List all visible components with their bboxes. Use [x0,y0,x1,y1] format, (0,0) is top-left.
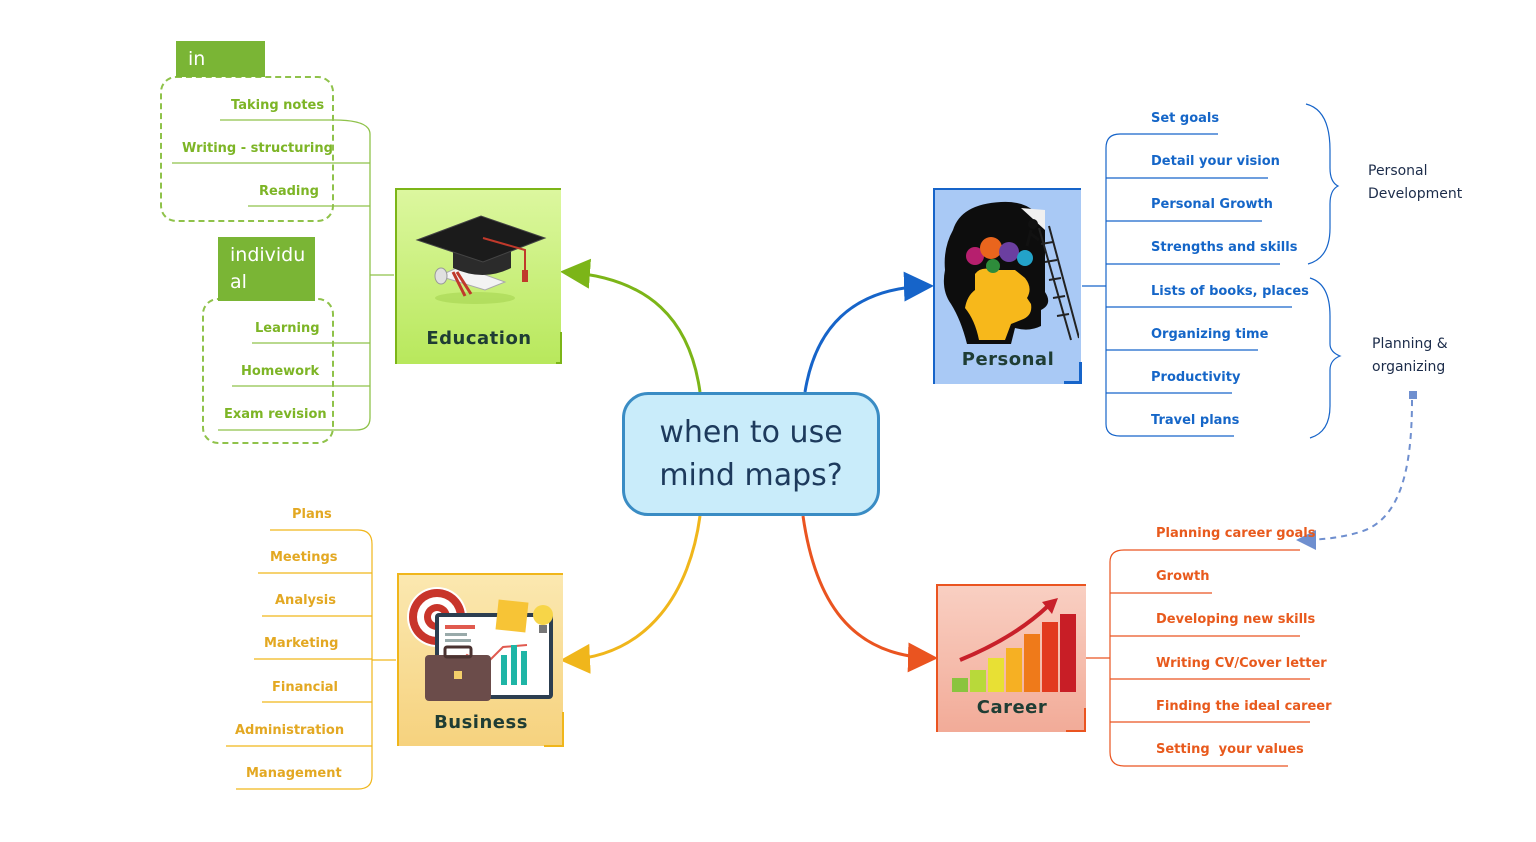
head-gears-icon [943,201,1079,344]
graduation-cap-icon [415,215,547,304]
leaf-marketing[interactable]: Marketing [264,636,339,651]
leaf-developing-new-skills[interactable]: Developing new skills [1156,612,1316,627]
topic-education-label: Education [426,328,532,349]
branch-career [801,515,938,673]
central-topic-line1: when to use [659,414,843,450]
leaf-financial[interactable]: Financial [272,680,339,695]
central-topic-line2: mind maps? [659,458,843,493]
group-label-individual-line1: individu [230,244,306,266]
leaf-meetings[interactable]: Meetings [270,550,338,565]
briefcase-chart-icon [407,587,553,701]
leaf-detail-your-vision[interactable]: Detail your vision [1151,154,1280,169]
leaf-homework[interactable]: Homework [241,364,320,379]
leaf-planning-career-goals[interactable]: Planning career goals [1156,526,1316,541]
branch-personal [803,271,934,393]
group-label-individual[interactable]: individu al [218,237,315,301]
leaf-personal-growth[interactable]: Personal Growth [1151,197,1273,212]
topic-business[interactable]: Business [397,573,563,746]
leaf-administration[interactable]: Administration [235,723,345,738]
summary-planning-organizing[interactable]: Planning & organizing [1372,333,1448,379]
leaf-set-goals[interactable]: Set goals [1151,111,1220,126]
topic-education[interactable]: Education [395,188,561,364]
leaf-travel-plans[interactable]: Travel plans [1151,413,1240,428]
group-in-class [160,76,334,222]
summary-line: organizing [1372,359,1446,376]
leaf-exam-revision[interactable]: Exam revision [224,407,327,422]
leaf-growth[interactable]: Growth [1156,569,1210,584]
topic-personal[interactable]: Personal [933,188,1081,384]
leaf-strengths-and-skills[interactable]: Strengths and skills [1151,240,1298,255]
summary-line: Planning & [1372,336,1448,352]
summary-line: Personal [1368,163,1428,179]
leaf-finding-the-ideal-career[interactable]: Finding the ideal career [1156,699,1332,714]
branch-education [560,258,702,393]
summary-personal-development[interactable]: Personal Development [1368,160,1462,206]
relationship-arrow [1296,399,1413,550]
leaf-learning[interactable]: Learning [255,321,320,336]
branch-business [560,515,702,674]
leaf-writing-structuring[interactable]: Writing - structuring [182,141,333,156]
corner-accent [1066,708,1086,732]
leaf-management[interactable]: Management [246,766,342,781]
growth-bars-icon [952,598,1076,692]
leaf-analysis[interactable]: Analysis [275,593,336,608]
leaf-reading[interactable]: Reading [259,184,319,199]
topic-career-label: Career [976,697,1048,718]
corner-accent [544,712,564,747]
leaf-lists-of-books-places[interactable]: Lists of books, places [1151,284,1309,299]
leaf-setting-your-values[interactable]: Setting your values [1156,742,1304,757]
leaf-writing-cv-cover-letter[interactable]: Writing CV/Cover letter [1156,656,1327,671]
topic-personal-label: Personal [961,349,1055,370]
topic-career[interactable]: Career [936,584,1086,732]
group-label-in-class[interactable]: in class [176,41,265,106]
leaf-organizing-time[interactable]: Organizing time [1151,327,1269,342]
leaf-productivity[interactable]: Productivity [1151,370,1241,385]
leaf-plans[interactable]: Plans [292,507,332,522]
central-topic[interactable]: when to use mind maps? [622,392,880,516]
leaf-taking-notes[interactable]: Taking notes [231,98,325,113]
summary-line: Development [1368,186,1463,203]
group-label-individual-line2: al [230,271,247,293]
corner-accent [1064,362,1082,384]
topic-business-label: Business [434,712,528,733]
corner-accent [556,332,562,364]
